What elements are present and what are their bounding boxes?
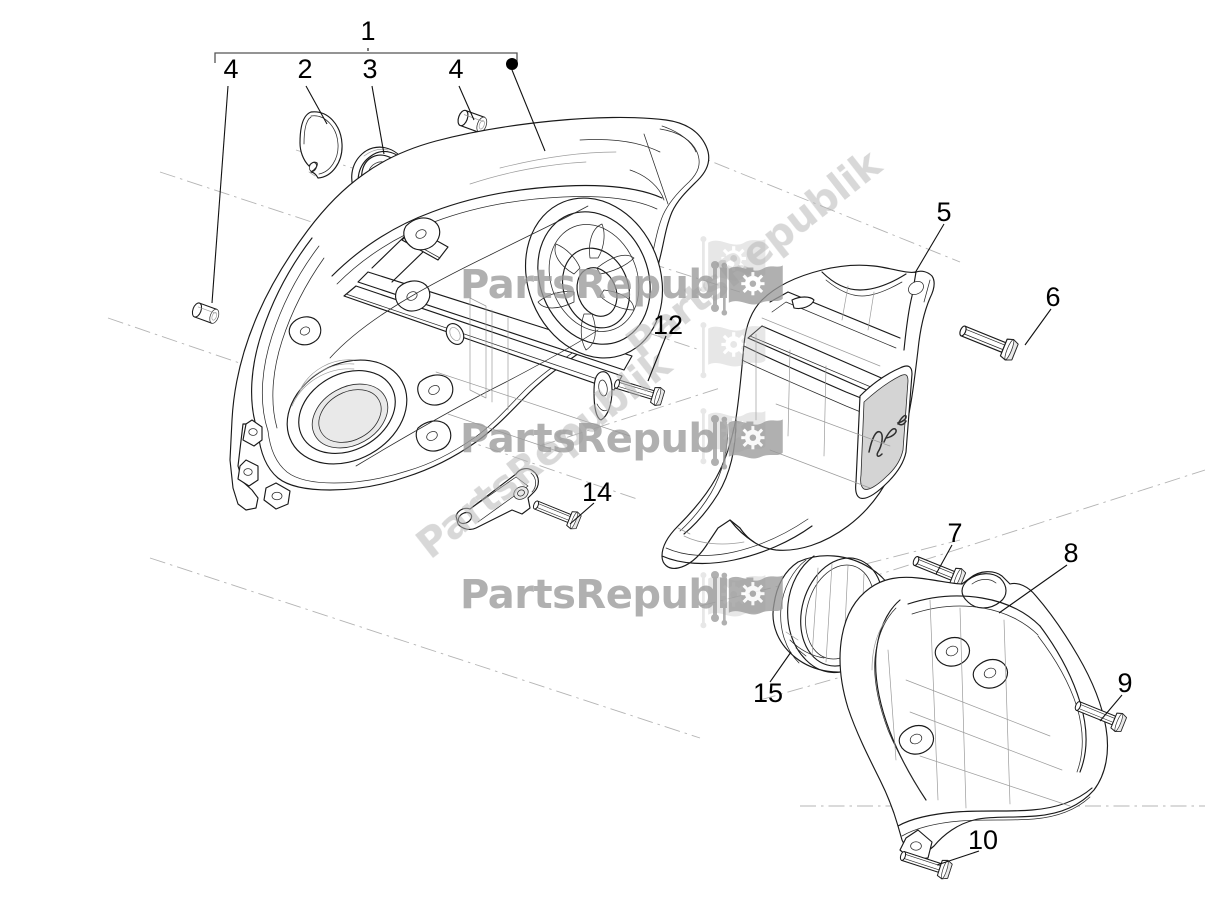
watermark-text: PartsRepublik <box>460 262 771 308</box>
part-5-air-duct-cooling-cover <box>661 264 935 569</box>
part-14-cover-bracket-lever <box>455 468 539 530</box>
watermark-text: PartsRepublik <box>460 416 771 462</box>
callout-label-2: 2 <box>297 54 312 84</box>
part-12-retaining-clip <box>593 371 613 421</box>
callout-label-9: 9 <box>1117 668 1132 698</box>
watermark-text: PartsRepublik <box>460 572 771 618</box>
vespa-script-badge <box>868 414 907 457</box>
part-2-snap-ring-circlip <box>299 111 343 179</box>
callout-label-8: 8 <box>1063 538 1078 568</box>
callout-label-4-upper-right: 4 <box>448 54 463 84</box>
callout-label-6: 6 <box>1045 282 1060 312</box>
callout-label-15: 15 <box>753 678 783 708</box>
callout-label-1: 1 <box>360 16 375 46</box>
callout-label-5: 5 <box>936 197 951 227</box>
part-14-hex-flange-screw <box>530 495 583 532</box>
callout-leader-lines <box>211 69 1123 866</box>
part-6-hex-flange-screw <box>955 319 1020 363</box>
part-8-transmission-cover-outer <box>839 571 1109 861</box>
callout-label-4-upper-left: 4 <box>223 54 238 84</box>
callout-label-7: 7 <box>947 518 962 548</box>
callout-label-12: 12 <box>653 310 683 340</box>
callout-labels: 1 4 2 3 4 5 6 12 14 7 8 9 15 10 <box>223 16 1132 855</box>
bracket-terminal-dot <box>506 58 518 70</box>
crankcase-transmission-inner-cover <box>229 116 710 511</box>
callout-label-3: 3 <box>362 54 377 84</box>
callout-label-10: 10 <box>968 825 998 855</box>
part-4-dowel-pin-lower <box>190 301 222 326</box>
grouping-bracket <box>214 48 518 70</box>
callout-label-14: 14 <box>582 477 612 507</box>
fan-vanes <box>537 223 635 351</box>
